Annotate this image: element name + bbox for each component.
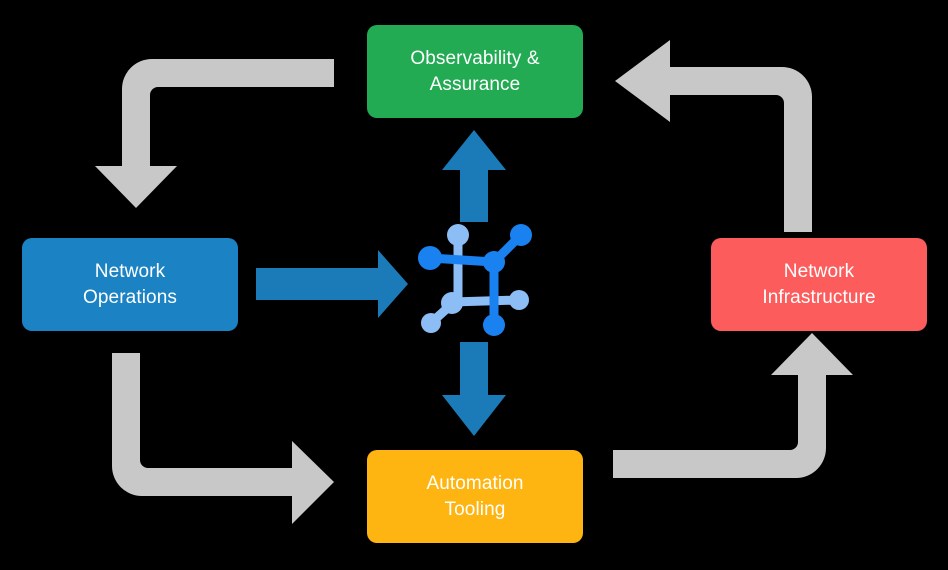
mesh-node-right-light xyxy=(509,290,529,310)
arrow-operations-to-automation xyxy=(112,353,334,524)
mesh-node-top-light xyxy=(447,224,469,246)
arrow-infrastructure-to-observability xyxy=(615,40,812,232)
arrow-automation-to-infrastructure xyxy=(613,333,853,478)
node-box-network-operations[interactable]: Network Operations xyxy=(22,238,238,331)
arrow-observability-to-operations xyxy=(95,59,334,208)
node-box-automation-tooling[interactable]: Automation Tooling xyxy=(367,450,583,543)
mesh-nodes-bright xyxy=(418,224,532,336)
node-box-observability[interactable]: Observability & Assurance xyxy=(367,25,583,118)
mesh-node-bottom-bright xyxy=(483,314,505,336)
mesh-node-left-bright xyxy=(418,246,442,270)
arrow-center-to-observability xyxy=(442,130,506,222)
node-box-network-infrastructure[interactable]: Network Infrastructure xyxy=(711,238,927,331)
mesh-node-upright-bright xyxy=(510,224,532,246)
mesh-node-lowleft-light xyxy=(421,313,441,333)
arrow-operations-to-center xyxy=(256,250,408,318)
mesh-node-hub-bright xyxy=(483,251,505,273)
arrow-center-to-automation xyxy=(442,342,506,436)
mesh-nodes-light xyxy=(421,224,529,333)
mesh-node-hub-light xyxy=(441,292,463,314)
network-mesh-icon xyxy=(418,224,532,336)
